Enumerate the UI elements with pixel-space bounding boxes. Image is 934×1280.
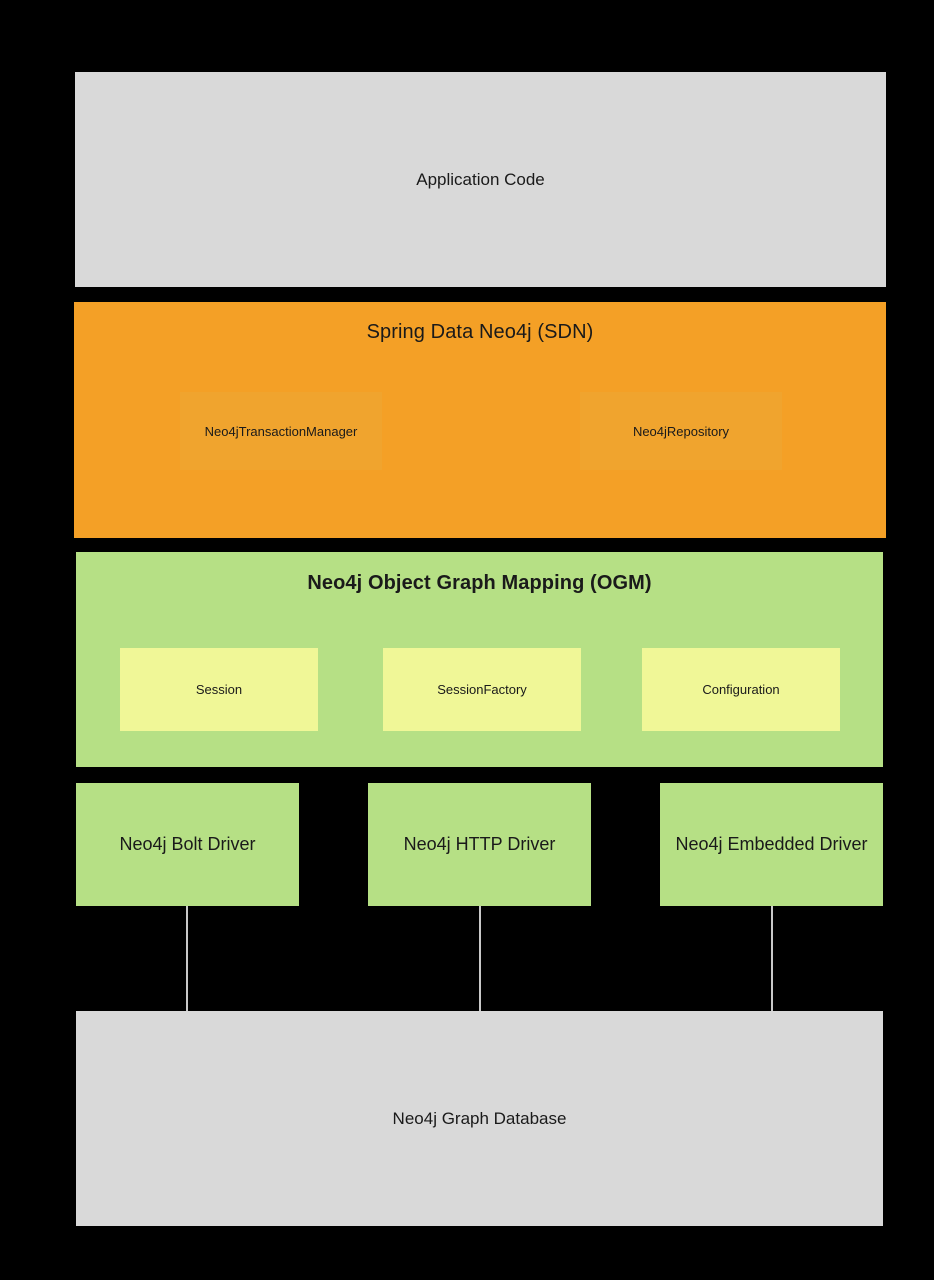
neo4j-transaction-manager-label: Neo4jTransactionManager [204, 423, 358, 439]
component-neo4j-transaction-manager[interactable]: Neo4jTransactionManager [180, 392, 382, 470]
connector-bolt-to-database [186, 906, 188, 1011]
neo4j-http-driver-label: Neo4j HTTP Driver [403, 834, 556, 854]
session-label: Session [195, 682, 243, 697]
configuration-label: Configuration [702, 682, 780, 697]
neo4j-repository-label: Neo4jRepository [632, 423, 730, 439]
layer-application-code[interactable]: Application Code [75, 72, 886, 287]
component-neo4j-repository[interactable]: Neo4jRepository [580, 392, 782, 470]
connector-http-to-database [479, 906, 481, 1011]
component-neo4j-http-driver[interactable]: Neo4j HTTP Driver [368, 783, 591, 906]
component-neo4j-embedded-driver[interactable]: Neo4j Embedded Driver [660, 783, 883, 906]
layer-neo4j-graph-database[interactable]: Neo4j Graph Database [76, 1011, 883, 1226]
neo4j-embedded-driver-label: Neo4j Embedded Driver [675, 834, 868, 854]
spring-data-neo4j-title: Spring Data Neo4j (SDN) [366, 321, 594, 343]
neo4j-graph-database-label: Neo4j Graph Database [392, 1108, 567, 1128]
component-session-factory[interactable]: SessionFactory [383, 648, 581, 731]
component-configuration[interactable]: Configuration [642, 648, 840, 731]
layer-spring-data-neo4j[interactable]: Spring Data Neo4j (SDN) Neo4jTransaction… [74, 302, 886, 538]
neo4j-ogm-title: Neo4j Object Graph Mapping (OGM) [307, 572, 652, 594]
application-code-label: Application Code [416, 169, 545, 189]
component-neo4j-bolt-driver[interactable]: Neo4j Bolt Driver [76, 783, 299, 906]
neo4j-bolt-driver-label: Neo4j Bolt Driver [119, 834, 256, 854]
connector-embedded-to-database [771, 906, 773, 1011]
component-session[interactable]: Session [120, 648, 318, 731]
layer-neo4j-ogm[interactable]: Neo4j Object Graph Mapping (OGM) Session… [76, 552, 883, 767]
session-factory-label: SessionFactory [437, 682, 527, 697]
